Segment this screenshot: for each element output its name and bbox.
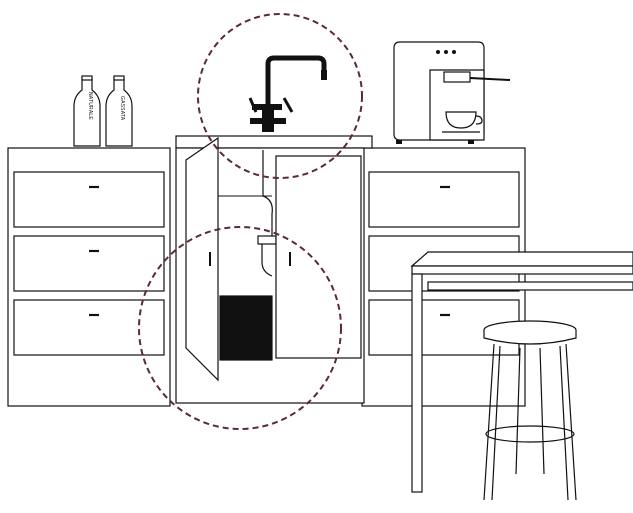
filter-unit-icon — [219, 295, 273, 361]
coffee-cup — [445, 111, 477, 129]
left-drawer-2 — [13, 235, 165, 292]
stool-icon — [483, 320, 577, 501]
table-icon — [410, 251, 633, 493]
bottle-label-gassata: GASSATA — [119, 96, 125, 121]
right-door — [275, 155, 362, 359]
bottle-icon — [105, 77, 133, 147]
left-drawer-1 — [13, 171, 165, 228]
left-drawer-3 — [13, 299, 165, 356]
sink-cabinet — [175, 135, 373, 404]
bottle-gassata — [105, 75, 133, 147]
coffee-machine-icon — [393, 41, 511, 144]
highlight-circle-filter — [138, 226, 342, 430]
right-cabinet — [361, 147, 526, 407]
table-top — [410, 251, 633, 267]
left-cabinet — [7, 147, 171, 407]
pipe-connector — [257, 235, 277, 245]
table-leg-left — [411, 273, 423, 493]
right-drawer-1 — [368, 171, 520, 228]
bottle-naturale — [73, 75, 101, 147]
tap-icon — [248, 55, 327, 132]
left-door-open — [185, 136, 219, 382]
bottle-icon — [73, 77, 101, 147]
highlight-circle-tap — [197, 13, 363, 179]
bottle-label-naturale: NATURALE — [87, 92, 93, 120]
